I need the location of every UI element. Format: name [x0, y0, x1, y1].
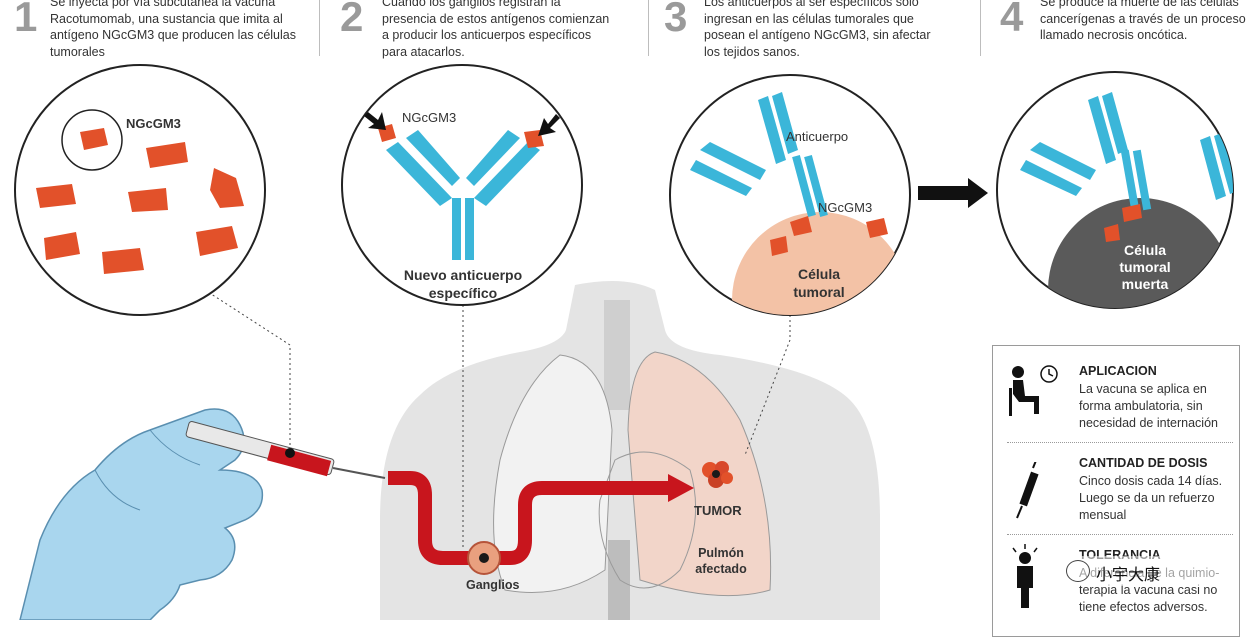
pathway-arrow-to-tumor [498, 481, 670, 565]
step-3-text: Los anticuerpos al ser específicos sólo … [704, 0, 931, 59]
pathway-arrowhead [668, 474, 694, 502]
circle-antigen-injection [14, 64, 266, 316]
lung-label: Pulmón afectado [695, 546, 747, 576]
step-divider-3 [980, 0, 981, 56]
info-title-doses: CANTIDAD DE DOSIS [1079, 456, 1208, 470]
info-panel: APLICACION La vacuna se aplica en forma … [992, 345, 1240, 637]
new-antibody-label: Nuevo anticuerpo específico [403, 267, 523, 301]
antigen-label-2: NGcGM3 [402, 110, 457, 125]
antigen-label-3: NGcGM3 [818, 200, 873, 215]
vaccine-mechanism-illustration [14, 64, 1234, 620]
watermark: 小宇大康 [1062, 556, 1226, 586]
step-divider-2 [648, 0, 649, 56]
step-4-text: Se produce la muerte de las células canc… [1040, 0, 1246, 42]
step-3: 3 Los anticuerpos al ser específicos sól… [664, 0, 964, 59]
info-separator [1007, 534, 1233, 535]
step-2: 2 Cuando los ganglios registran la prese… [340, 0, 640, 59]
step-1-text: Se inyecta por vía subcutánea la vacuna … [50, 0, 296, 59]
circle-necrosis [996, 71, 1234, 309]
step-2-text: Cuando los ganglios registran la presenc… [382, 0, 610, 59]
tumor-label: TUMOR [694, 503, 742, 518]
chat-bubble-icon [1066, 560, 1090, 582]
ganglia-label: Ganglios [466, 578, 520, 592]
circle-new-antibody [341, 64, 583, 306]
circle-antibody-binding [669, 74, 911, 316]
heart [598, 451, 697, 589]
step-1-number: 1 [14, 0, 38, 40]
info-text-application: La vacuna se aplica en forma ambulatoria… [1079, 382, 1218, 430]
dead-cell-label: Célula tumoral muerta [1119, 242, 1171, 292]
tumor-cell-label: Célula tumoral [793, 266, 845, 300]
info-text-doses: Cinco dosis cada 14 días. Luego se da un… [1079, 474, 1223, 522]
affected-lung [627, 351, 772, 597]
info-title-application: APLICACION [1079, 364, 1157, 378]
watermark-text: 小宇大康 [1096, 565, 1161, 584]
step-4: 4 Se produce la muerte de las células ca… [1000, 0, 1256, 56]
step-divider-1 [319, 0, 320, 56]
antigen-label-1: NGcGM3 [126, 116, 181, 131]
trachea [604, 300, 630, 410]
pathway-arrow-to-ganglia [388, 471, 470, 565]
step-3-number: 3 [664, 0, 688, 40]
standing-person-icon [1012, 544, 1038, 608]
info-separator [1007, 442, 1233, 443]
progression-arrow [918, 178, 988, 208]
seated-patient-clock-icon [1009, 365, 1058, 416]
tumor-cluster [702, 461, 733, 488]
syringe-icon [1016, 462, 1039, 519]
leader-line-1 [204, 289, 291, 455]
gloved-hand-with-syringe [19, 408, 386, 620]
step-4-number: 4 [1000, 0, 1024, 40]
antibody-label: Anticuerpo [786, 129, 849, 144]
step-2-number: 2 [340, 0, 364, 40]
step-1: 1 Se inyecta por vía subcutánea la vacun… [14, 0, 314, 59]
